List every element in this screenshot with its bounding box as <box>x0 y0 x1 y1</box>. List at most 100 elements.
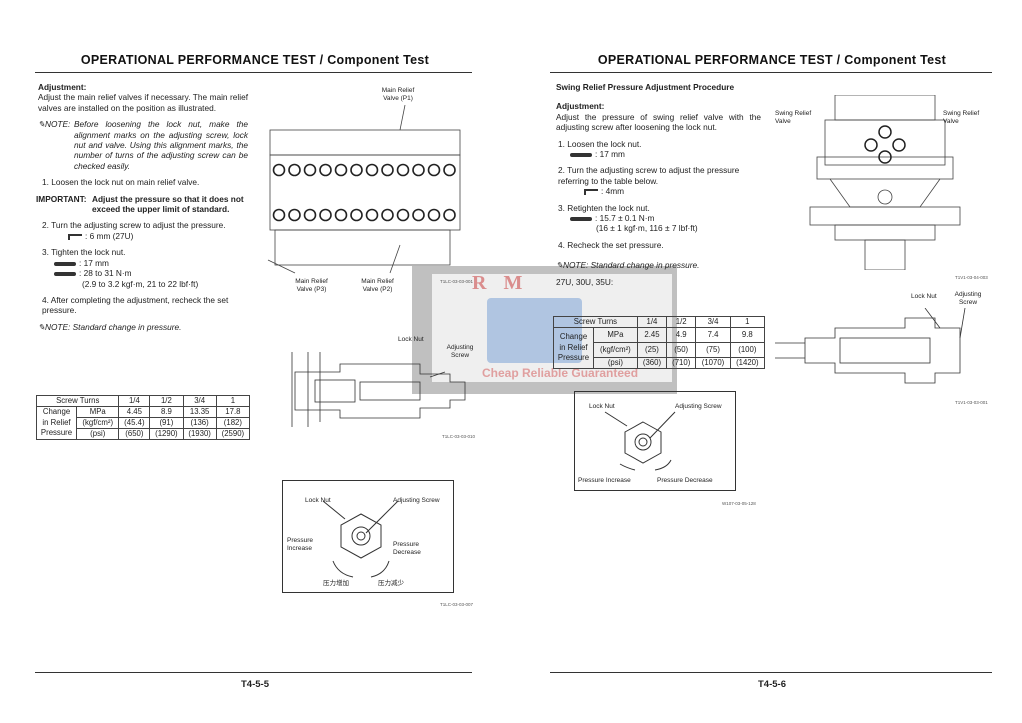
step-3: 3. Retighten the lock nut. : 15.7 ± 0.1 … <box>556 203 761 234</box>
figure-code: T1V1-03-04-003 <box>955 275 988 280</box>
models-label: 27U, 30U, 35U: <box>556 276 614 287</box>
port-circle <box>381 163 394 177</box>
page-number: T4-5-5 <box>241 679 269 690</box>
table-cell: (45.4) <box>118 417 151 429</box>
label-lock-nut: Lock Nut <box>305 497 331 504</box>
port-circle <box>412 163 425 177</box>
label-adjusting-screw: Adjusting Screw <box>393 497 440 504</box>
note-2: ✎NOTE: Standard change in pressure. <box>38 322 248 332</box>
hex-nut-drawing <box>604 411 676 471</box>
step-2-text: 2. Turn the adjusting screw to adjust th… <box>42 220 226 231</box>
label-pressure-increase: Pressure Increase <box>578 477 631 484</box>
port-circle <box>319 163 332 177</box>
pencil-icon: ✎ <box>556 260 563 271</box>
important-block: IMPORTANT: Adjust the pressure so that i… <box>36 194 248 215</box>
watermark-logo: R M <box>472 272 529 294</box>
header-rule <box>550 72 992 73</box>
pencil-icon: ✎ <box>38 321 45 332</box>
step-2-tool: : 6 mm (27U) <box>85 230 134 241</box>
table-cell: MPa <box>75 406 120 418</box>
adjustment-text: Adjust the pressure of swing relief valv… <box>556 111 761 133</box>
port-circle <box>365 163 379 177</box>
adjustment-heading: Adjustment: <box>556 101 605 112</box>
step-2: 2. Turn the adjusting screw to adjust th… <box>556 165 761 196</box>
step-2-text: 2. Turn the adjusting screw to adjust th… <box>558 165 740 186</box>
wrench-size: : 17 mm <box>595 149 625 160</box>
table-cell: (2590) <box>215 428 251 440</box>
port-circle <box>396 163 410 177</box>
table-cell: (psi) <box>593 357 638 369</box>
step-4: 4. Recheck the set pressure. <box>558 239 664 250</box>
footer-rule <box>35 672 472 673</box>
section-title: Swing Relief Pressure Adjustment Procedu… <box>556 82 735 92</box>
table-cell: (kgf/cm²) <box>593 342 638 358</box>
table-cell: 4.45 <box>118 406 151 418</box>
step-4: 4. After completing the adjustment, rech… <box>42 294 229 316</box>
table-cell: 8.9 <box>149 406 184 418</box>
page-number: T4-5-6 <box>758 679 786 690</box>
relief-valve-section-drawing <box>291 352 466 427</box>
table-cell: 13.35 <box>182 406 217 418</box>
control-valve-drawing <box>267 105 461 274</box>
adjustment-direction-diagram: Lock Nut Adjusting Screw Pressure Increa… <box>574 391 736 491</box>
torque-conversion: (16 ± 1 kgf·m, 116 ± 7 lbf·ft) <box>596 223 698 234</box>
table-header: 1/4 <box>636 316 668 328</box>
swing-relief-section-drawing <box>775 308 966 384</box>
port-circle <box>427 163 441 177</box>
port-circle <box>396 208 410 222</box>
label-increase-chinese: 压力增加 <box>323 580 349 587</box>
table-cell: 17.8 <box>215 406 251 418</box>
wrench-icon <box>54 261 76 266</box>
port-circle <box>288 163 301 177</box>
label-adjusting-screw: Adjusting Screw <box>446 344 474 359</box>
header-rule <box>35 72 472 73</box>
port-circle <box>319 208 332 222</box>
step-3: 3. Tighten the lock nut. : 17 mm : 28 to… <box>38 247 248 289</box>
wrench-size: : 17 mm <box>79 257 109 268</box>
label-pressure-decrease: Pressure Decrease <box>657 477 713 484</box>
port-circle <box>334 163 348 177</box>
port-circle <box>381 208 394 222</box>
table-header: Screw Turns <box>35 395 120 407</box>
table-header: Screw Turns <box>553 316 638 328</box>
port-circle <box>443 163 456 177</box>
right-page-header: OPERATIONAL PERFORMANCE TEST / Component… <box>597 53 947 67</box>
table-header: 1/2 <box>666 316 697 328</box>
table-cell: 7.4 <box>695 327 731 343</box>
port-circle <box>427 208 441 222</box>
table-cell: (1070) <box>695 357 731 369</box>
step-1: 1. Loosen the lock nut. : 17 mm <box>556 139 761 160</box>
note-text: Standard change in pressure. <box>590 260 700 271</box>
note-1-text: Before loosening the lock nut, make the … <box>74 119 248 171</box>
port-circle <box>334 208 348 222</box>
hex-key-icon <box>584 189 598 196</box>
step-3-text: 3. Retighten the lock nut. <box>558 202 650 213</box>
table-cell: MPa <box>593 327 638 343</box>
table-cell: (1420) <box>729 357 766 369</box>
table-cell: 9.8 <box>729 327 766 343</box>
table-cell: (650) <box>118 428 151 440</box>
table-cell: (1290) <box>149 428 184 440</box>
adjustment-text: Adjust the main relief valves if necessa… <box>38 92 248 113</box>
label-swing-relief-left: Swing Relief Valve <box>775 110 812 125</box>
table-cell: 2.45 <box>636 327 668 343</box>
table-cell: (91) <box>149 417 184 429</box>
label-pressure-increase: Pressure Increase <box>287 537 314 552</box>
torque-wrench-icon <box>54 271 76 276</box>
port-circle <box>272 208 286 222</box>
step-2: 2. Turn the adjusting screw to adjust th… <box>38 220 248 241</box>
port-circle <box>288 208 301 222</box>
table-cell: (710) <box>666 357 697 369</box>
label-decrease-chinese: 压力减少 <box>378 580 404 587</box>
table-cell: (1930) <box>182 428 217 440</box>
hex-nut-drawing <box>322 500 399 578</box>
label-lock-nut: Lock Nut <box>589 403 615 410</box>
hex-key-icon <box>68 233 82 240</box>
table-cell: (182) <box>215 417 251 429</box>
adjustment-direction-diagram: Lock Nut Adjusting Screw Pressure Increa… <box>282 480 454 593</box>
note-1-label: ✎NOTE: <box>38 119 71 130</box>
label-swing-relief-right: Swing Relief Valve <box>943 110 980 125</box>
label-pressure-decrease: Pressure Decrease <box>393 541 421 556</box>
step-2-tool: : 4mm <box>601 186 625 197</box>
